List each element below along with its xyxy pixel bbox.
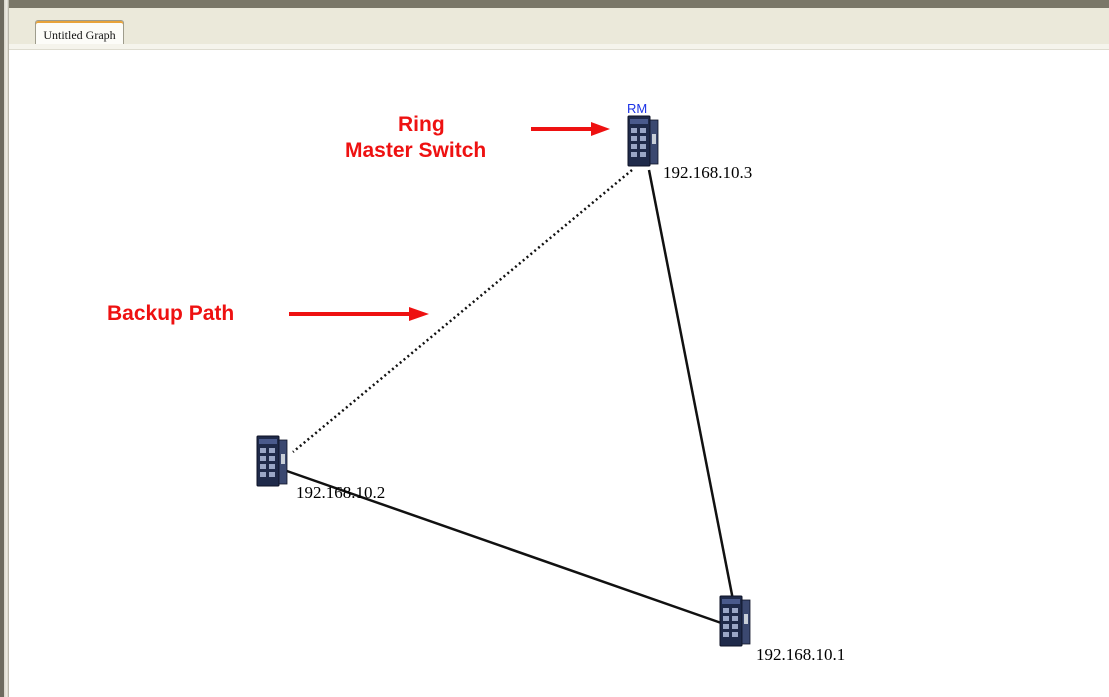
tab-strip: Untitled Graph — [9, 8, 1109, 49]
right-arrow-icon — [531, 122, 610, 136]
topology-graph: RM 192.168.10.3 192.168.10.2 192.168.10.… — [107, 101, 845, 664]
switch-node-sw2[interactable]: 192.168.10.2 — [256, 435, 385, 502]
switch-icon — [256, 435, 288, 487]
annotation-backup-path: Backup Path — [107, 302, 234, 325]
node-ip-label: 192.168.10.1 — [756, 645, 845, 664]
switch-node-sw3[interactable]: RM 192.168.10.3 — [627, 101, 752, 182]
link-sw2-sw1[interactable] — [283, 468, 728, 627]
node-ip-label: 192.168.10.3 — [663, 163, 752, 182]
annotation-ring-line2: Master Switch — [345, 139, 486, 162]
link-backup-sw3-sw2[interactable] — [292, 169, 633, 453]
link-sw3-sw1[interactable] — [647, 169, 736, 606]
rm-badge: RM — [627, 101, 647, 116]
switch-icon — [719, 595, 751, 647]
switch-icon — [627, 115, 659, 167]
window-frame-left — [0, 0, 9, 697]
right-arrow-icon — [289, 307, 429, 321]
tab-underline — [9, 44, 1109, 50]
switch-node-sw1[interactable]: 192.168.10.1 — [719, 595, 845, 664]
graph-canvas[interactable]: RM 192.168.10.3 192.168.10.2 192.168.10.… — [9, 50, 1109, 697]
annotation-ring-line1: Ring — [398, 113, 445, 136]
window-frame-top — [0, 0, 1109, 8]
node-ip-label: 192.168.10.2 — [296, 483, 385, 502]
